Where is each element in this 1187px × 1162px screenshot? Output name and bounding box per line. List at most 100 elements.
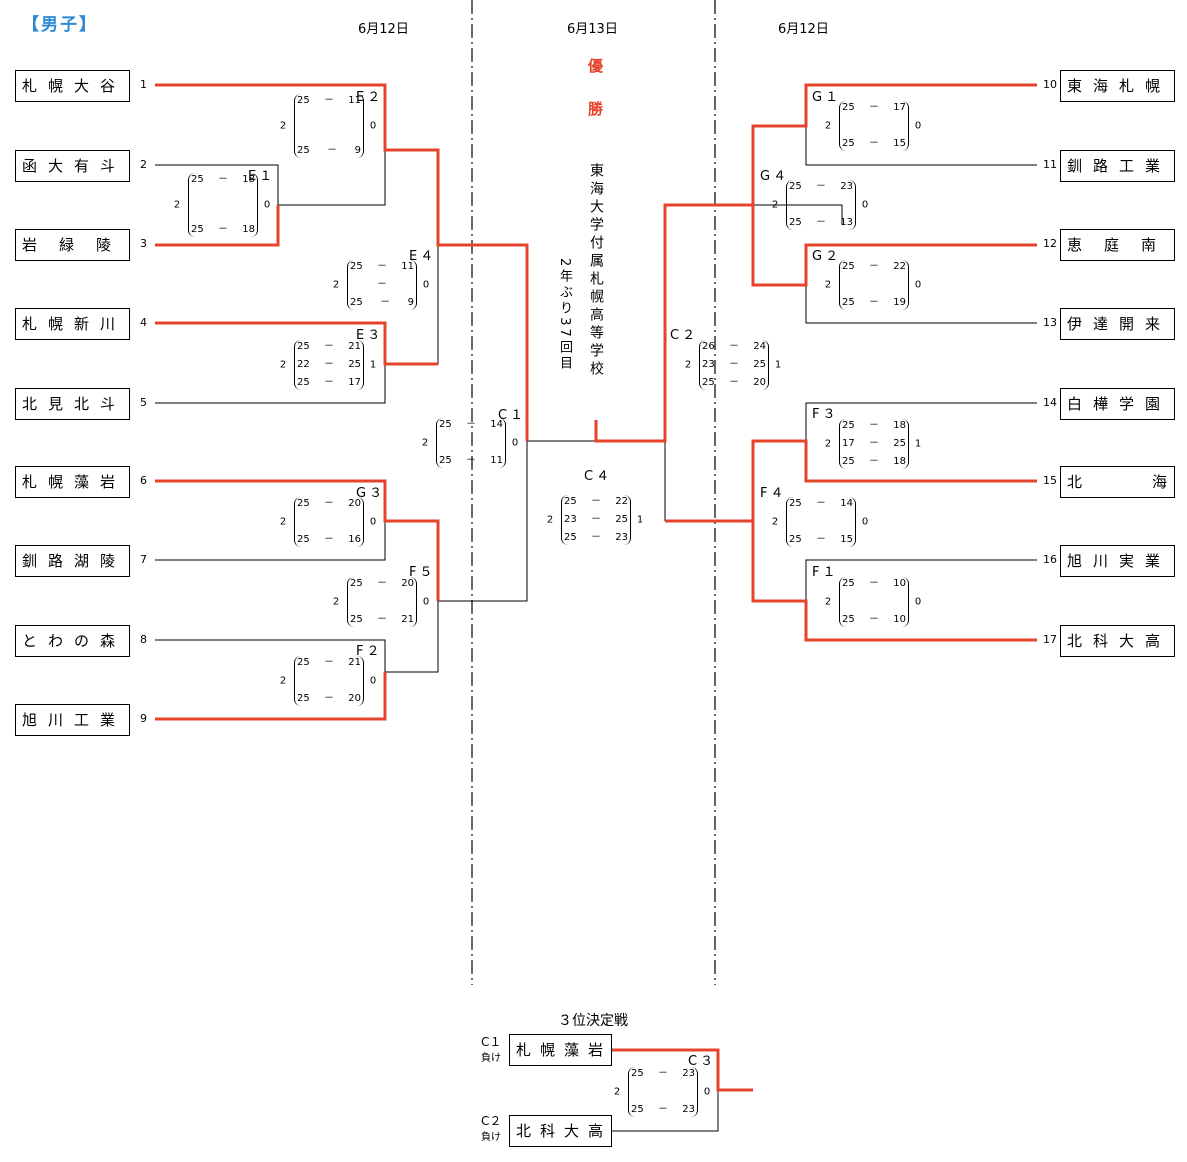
- set-row: 17－25: [840, 437, 908, 451]
- set-dash: －: [869, 297, 879, 308]
- set-score-left: 22: [297, 359, 310, 370]
- set-row: 25－23: [629, 1103, 697, 1117]
- set-score-left: 25: [564, 496, 577, 507]
- match-label-f4: F４: [760, 486, 787, 501]
- set-dash: －: [869, 456, 879, 467]
- set-score-right: 11: [401, 261, 414, 272]
- set-score-left: 23: [702, 359, 715, 370]
- sets-lost: 1: [914, 438, 922, 450]
- set-score-left: 25: [789, 181, 802, 192]
- set-row: 25－22: [840, 260, 908, 274]
- seed-4: 4: [140, 316, 147, 329]
- set-score-left: 25: [191, 174, 204, 185]
- sets-lost: 0: [914, 279, 922, 291]
- champion-team: 東海大学付属札幌高等学校: [588, 163, 604, 379]
- team-16: 旭川実業: [1060, 545, 1175, 577]
- set-dash: －: [324, 359, 334, 370]
- set-score-right: 22: [615, 496, 628, 507]
- set-score-left: 25: [350, 261, 363, 272]
- set-score-left: 25: [842, 578, 855, 589]
- set-row: 25－15: [840, 137, 908, 151]
- set-score-right: 25: [348, 359, 361, 370]
- sets-lost: 1: [636, 514, 644, 526]
- set-dash: －: [869, 102, 879, 113]
- set-score-right: 14: [490, 419, 503, 430]
- set-row: 25－20: [700, 376, 768, 390]
- set-score-right: 24: [753, 341, 766, 352]
- set-dash: －: [218, 174, 228, 185]
- sets-won: 2: [771, 516, 779, 528]
- seed-9: 9: [140, 712, 147, 725]
- set-score-left: 26: [702, 341, 715, 352]
- set-dash: －: [729, 377, 739, 388]
- set-score-left: 25: [631, 1104, 644, 1115]
- champion-note: 2年ぶり37回目: [557, 258, 572, 372]
- date-right: 6月12日: [778, 22, 829, 37]
- seed-14: 14: [1043, 396, 1057, 409]
- set-dash: －: [591, 514, 601, 525]
- set-score-right: 9: [354, 145, 361, 156]
- page-title: 【男子】: [22, 15, 98, 35]
- set-row: 25 － 14: [437, 418, 505, 432]
- set-dash: －: [466, 419, 476, 430]
- third-team1-loser: 負け: [481, 1053, 501, 1064]
- sets-won: 2: [613, 1086, 621, 1098]
- set-score-left: 25: [297, 534, 310, 545]
- sets-lost: 0: [369, 675, 377, 687]
- match-label-e2: E２: [356, 90, 384, 105]
- third-team2-tag: C２: [481, 1114, 502, 1128]
- set-score-right: 20: [401, 578, 414, 589]
- set-score-left: 25: [789, 534, 802, 545]
- team-6: 札幌藻岩: [15, 466, 130, 498]
- set-row: 25－18: [189, 223, 257, 237]
- set-row: 25－21: [295, 340, 363, 354]
- set-row: 25－9: [295, 144, 363, 158]
- team-11: 釧路工業: [1060, 150, 1175, 182]
- seed-11: 11: [1043, 158, 1057, 171]
- seed-5: 5: [140, 396, 147, 409]
- set-dash: －: [869, 261, 879, 272]
- set-score-right: 22: [893, 261, 906, 272]
- set-row: 25－18: [189, 173, 257, 187]
- set-score-right: 25: [893, 438, 906, 449]
- seed-3: 3: [140, 237, 147, 250]
- team-13: 伊達開来: [1060, 308, 1175, 340]
- third-team1-tag: C１: [481, 1035, 502, 1049]
- set-score-right: 15: [840, 534, 853, 545]
- match-label-c3: C３: [688, 1054, 717, 1069]
- set-score-left: 25: [297, 95, 310, 106]
- set-row: 25－23: [787, 180, 855, 194]
- set-score-left: 25: [439, 419, 452, 430]
- set-row: 25－11: [348, 260, 416, 274]
- team-15: 北海: [1060, 466, 1175, 498]
- set-dash: －: [869, 420, 879, 431]
- set-dash: －: [816, 498, 826, 509]
- set-score-right: 19: [893, 297, 906, 308]
- sets-won: 2: [546, 514, 554, 526]
- set-dash: －: [729, 341, 739, 352]
- set-score-right: 18: [893, 420, 906, 431]
- set-dash: －: [324, 693, 334, 704]
- set-row: 25－10: [840, 613, 908, 627]
- seed-8: 8: [140, 633, 147, 646]
- set-row: 25－11: [437, 454, 505, 468]
- set-dash: －: [658, 1104, 668, 1115]
- set-score-left: 25: [297, 145, 310, 156]
- set-score-left: 17: [842, 438, 855, 449]
- set-scores: 25－11－25－9: [347, 260, 417, 310]
- set-score-right: 9: [407, 297, 414, 308]
- set-row: 25－20: [348, 577, 416, 591]
- seed-1: 1: [140, 78, 147, 91]
- set-dash: －: [591, 496, 601, 507]
- sets-lost: 0: [511, 437, 519, 449]
- set-row: 25－18: [840, 419, 908, 433]
